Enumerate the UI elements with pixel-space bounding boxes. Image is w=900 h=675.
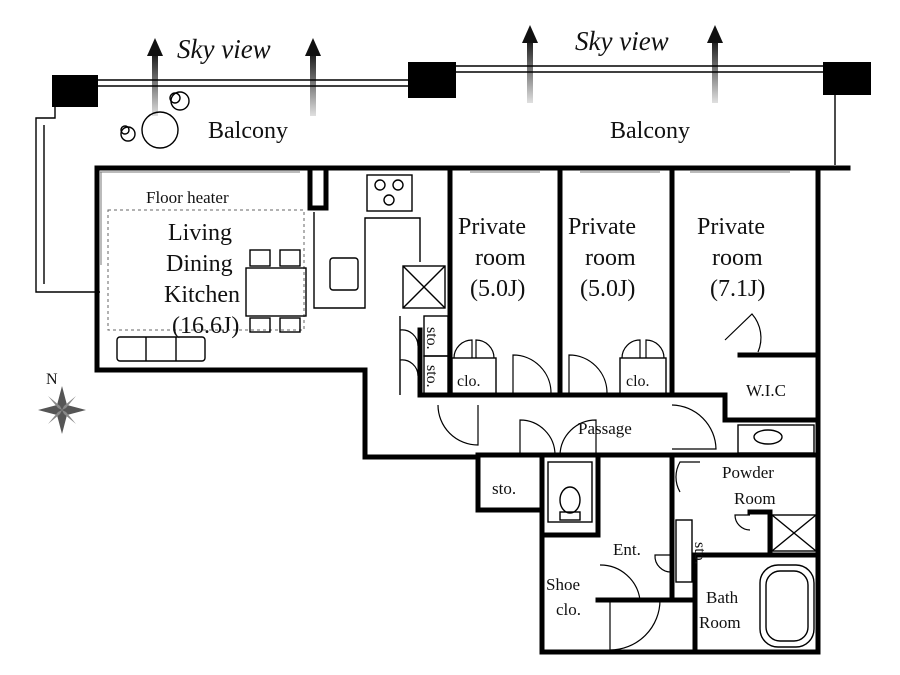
compass-icon	[38, 386, 86, 434]
shoe-closet-label-line2: clo.	[556, 600, 581, 619]
column	[408, 62, 456, 98]
room3-size: (7.1J)	[710, 276, 765, 302]
passage-label: Passage	[578, 419, 632, 438]
room2-label-line2: room	[585, 245, 636, 271]
ldk-label-dining: Dining	[166, 251, 233, 277]
ldk-label-living: Living	[168, 220, 232, 246]
wic-label: W.I.C	[746, 381, 786, 400]
compass-north-label: N	[46, 371, 58, 388]
sky-view-label-left: Sky view	[177, 34, 271, 64]
sto-label-lower: sto.	[423, 365, 440, 388]
windows	[100, 171, 790, 265]
clo-label-2: clo.	[626, 373, 650, 390]
up-arrow-icon	[147, 38, 163, 116]
room2-size: (5.0J)	[580, 276, 635, 302]
toilet-icon	[547, 461, 593, 523]
up-arrow-icon	[707, 25, 723, 103]
clo-label-1: clo.	[457, 373, 481, 390]
balcony-label-right: Balcony	[610, 118, 690, 144]
balcony-label-left: Balcony	[208, 118, 288, 144]
bath-label-line1: Bath	[706, 588, 739, 607]
room3-label-line1: Private	[697, 214, 765, 240]
balcony-railing	[35, 65, 836, 293]
sto-label-passage: sto.	[492, 479, 516, 498]
ldk-size: (16.6J)	[172, 313, 239, 339]
sto-label-entrance: sto.	[691, 542, 708, 565]
sky-view-label-right: Sky view	[575, 26, 669, 56]
sto-label-upper: sto.	[423, 327, 440, 350]
room1-size: (5.0J)	[470, 276, 525, 302]
up-arrow-icon	[522, 25, 538, 103]
room3-label-line2: room	[712, 245, 763, 271]
ldk-furniture	[107, 209, 307, 362]
floor-heater-label: Floor heater	[146, 188, 229, 207]
bathtub-icon	[759, 564, 815, 648]
up-arrow-icon	[305, 38, 321, 116]
column	[52, 75, 98, 107]
entrance-label: Ent.	[613, 540, 641, 559]
balcony-furniture	[120, 91, 190, 149]
shoe-closet-label-line1: Shoe	[546, 575, 580, 594]
kitchen-counter	[313, 174, 446, 309]
ldk-label-kitchen: Kitchen	[164, 282, 240, 308]
walls	[94, 165, 851, 655]
powder-label-line1: Powder	[722, 463, 774, 482]
powder-label-line2: Room	[734, 489, 776, 508]
bath-label-line2: Room	[699, 613, 741, 632]
closet-doors	[399, 315, 667, 395]
room1-label-line2: room	[475, 245, 526, 271]
room2-label-line1: Private	[568, 214, 636, 240]
passage-doors	[437, 404, 717, 493]
wash-basin-icon	[737, 424, 815, 454]
column	[823, 62, 871, 95]
room1-label-line1: Private	[458, 214, 526, 240]
